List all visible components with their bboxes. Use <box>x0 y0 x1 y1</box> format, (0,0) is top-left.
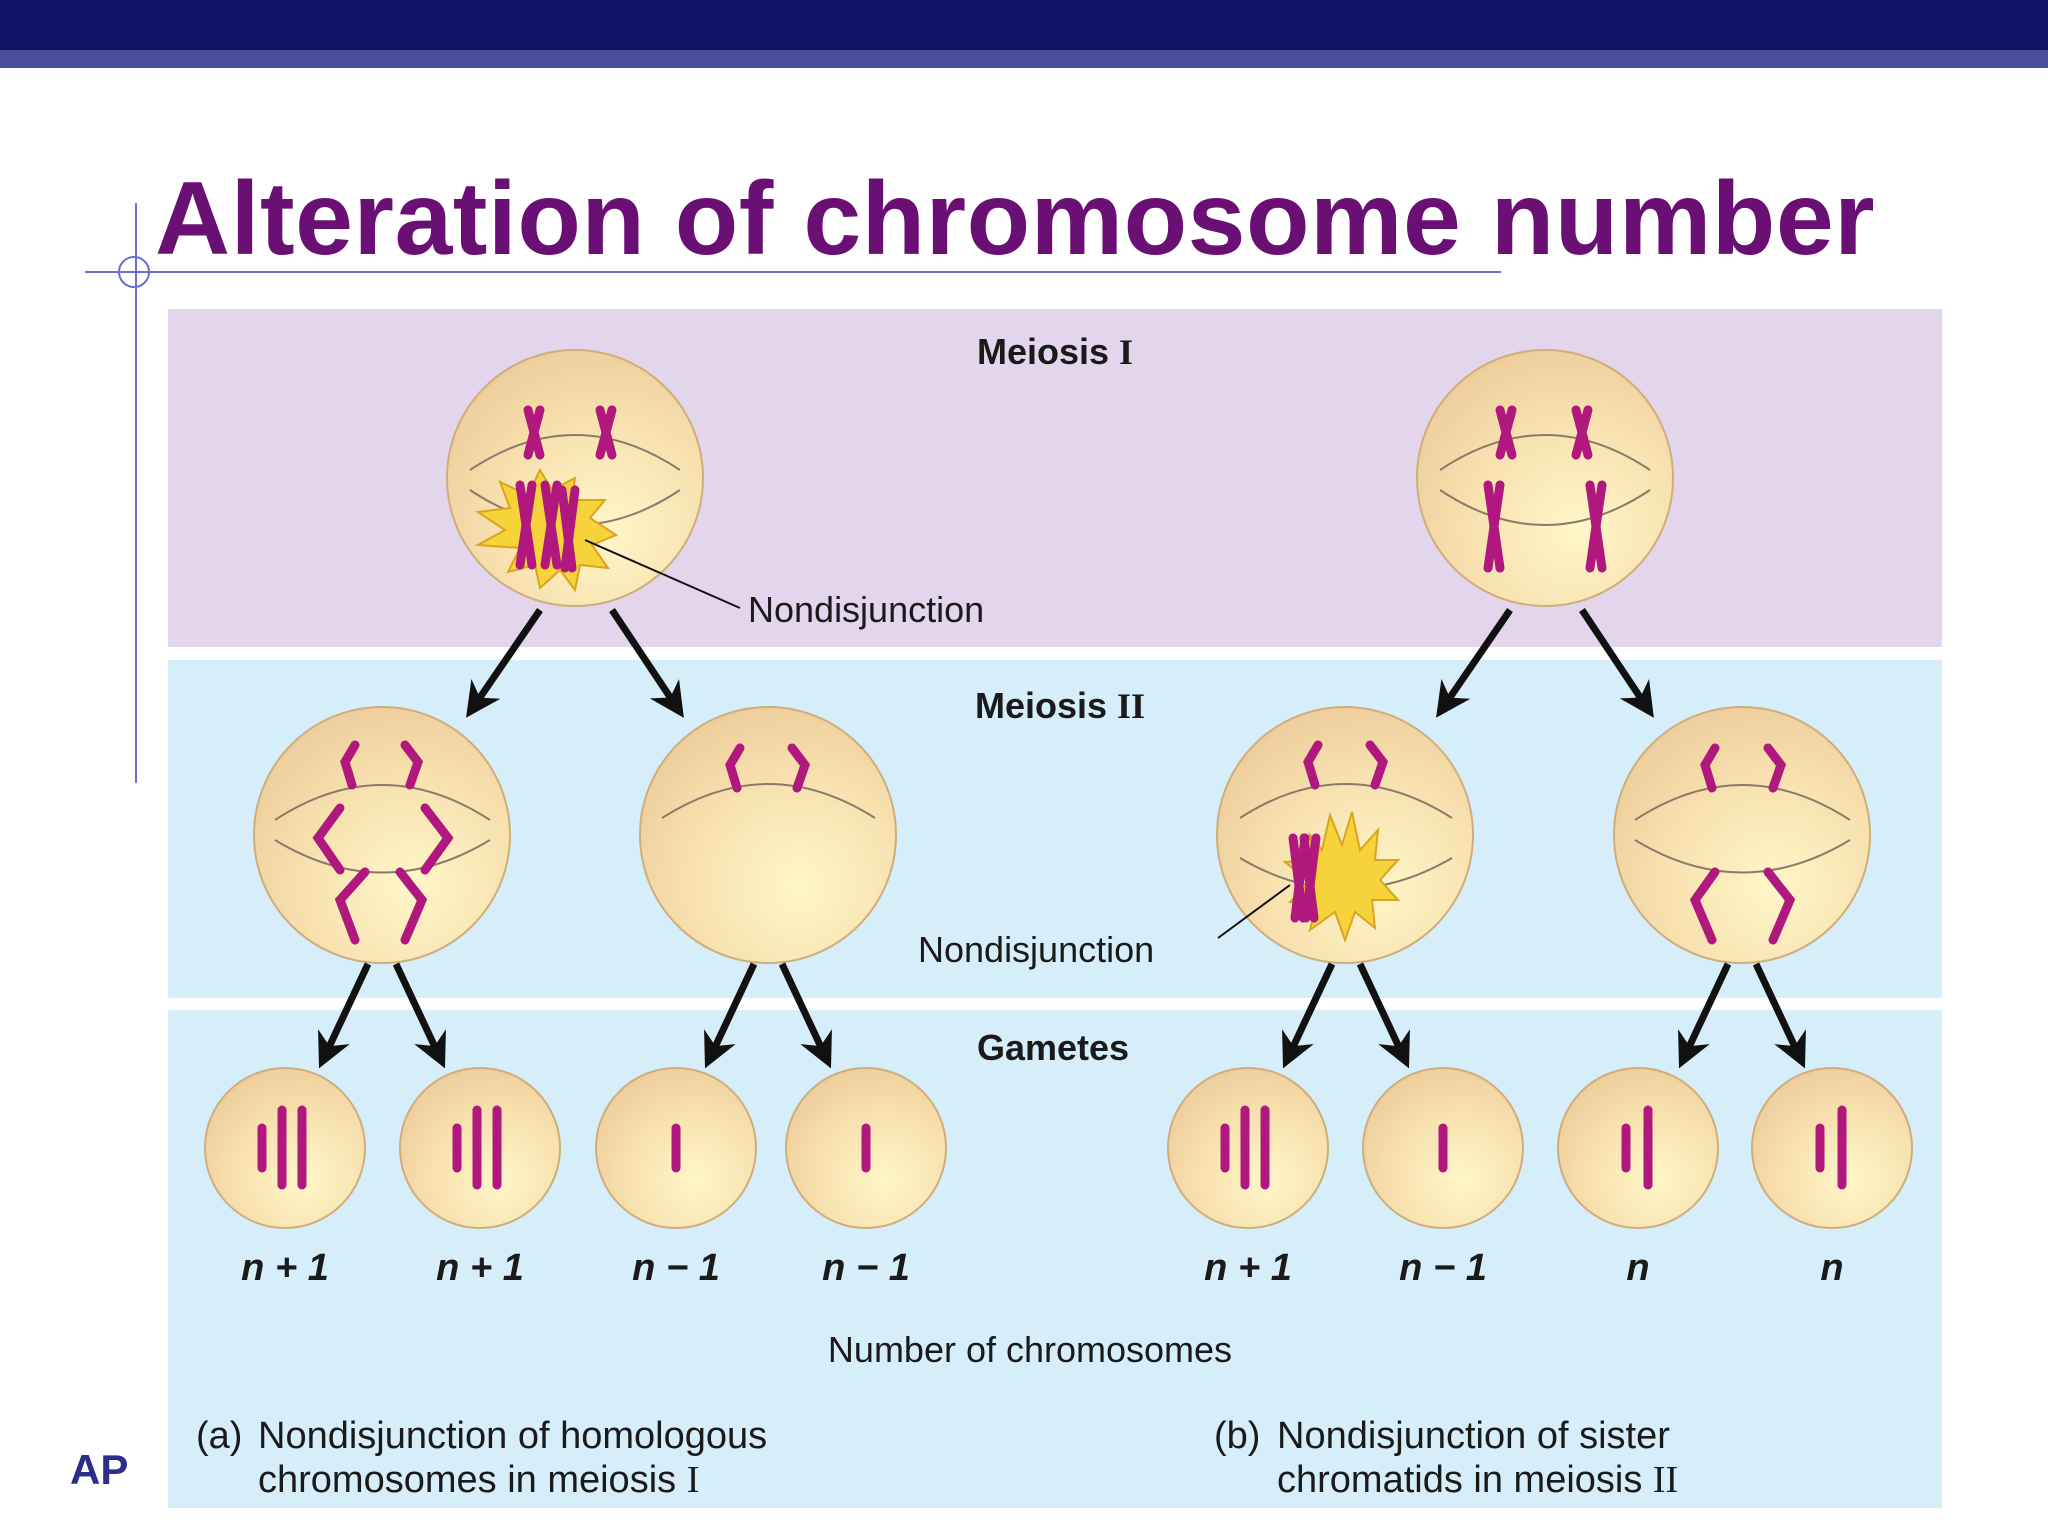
gamete-chromosomes <box>257 1105 1847 1190</box>
meiosis1-cell-a <box>446 349 704 607</box>
meiosis2-cell-1 <box>253 706 511 964</box>
gamete-labels: n + 1 n + 1 n − 1 n − 1 n + 1 n − 1 n n <box>241 1247 1843 1289</box>
meiosis1-label: Meiosis I <box>977 331 1133 372</box>
caption-b-letter: (b) <box>1214 1415 1260 1457</box>
caption-a-line1: Nondisjunction of homologous <box>258 1415 767 1457</box>
caption-a: (a) Nondisjunction of homologous chromos… <box>196 1415 767 1501</box>
top-header-bar <box>0 0 2048 50</box>
meiosis2-label: Meiosis II <box>975 685 1145 726</box>
axis-caption: Number of chromosomes <box>828 1329 1232 1370</box>
title-decoration-horizontal-line <box>85 271 1501 273</box>
caption-b: (b) Nondisjunction of sister chromatids … <box>1214 1415 1678 1501</box>
meiosis2-cell-3 <box>1216 706 1474 964</box>
slide-title: Alteration of chromosome number <box>155 161 1876 277</box>
nondisjunction-callout-line-1 <box>584 539 741 609</box>
gamete-label-1: n + 1 <box>241 1247 329 1289</box>
caption-b-line2: chromatids in meiosis II <box>1277 1459 1678 1501</box>
gametes-label: Gametes <box>977 1027 1129 1068</box>
title-decoration-vertical-line <box>135 203 137 783</box>
gamete-label-3: n − 1 <box>632 1247 720 1289</box>
caption-a-line2: chromosomes in meiosis I <box>258 1459 699 1501</box>
meiosis2-cell-2 <box>639 706 897 964</box>
caption-a-letter: (a) <box>196 1415 242 1457</box>
meiosis1-cell-b <box>1416 349 1674 607</box>
nondisjunction-label-1: Nondisjunction <box>748 589 984 630</box>
top-header-accent-bar <box>0 50 2048 68</box>
gamete-label-6: n − 1 <box>1399 1247 1487 1289</box>
arrows-meiosis2-to-gametes <box>318 962 1806 1069</box>
gamete-label-5: n + 1 <box>1204 1247 1292 1289</box>
gamete-label-4: n − 1 <box>822 1247 910 1289</box>
nondisjunction-callout-line-2 <box>1217 884 1291 939</box>
slide-footer: AP <box>70 1446 129 1493</box>
gamete-7 <box>1557 1067 1719 1229</box>
gamete-label-2: n + 1 <box>436 1247 524 1289</box>
meiosis2-cell-4 <box>1613 706 1871 964</box>
nondisjunction-label-2: Nondisjunction <box>918 929 1154 970</box>
gamete-8 <box>1751 1067 1913 1229</box>
title-decoration-crosshair <box>118 256 150 288</box>
caption-b-line1: Nondisjunction of sister <box>1277 1415 1670 1457</box>
arrows-meiosis1-to-meiosis2 <box>466 608 1654 718</box>
gamete-label-8: n <box>1820 1247 1843 1289</box>
gamete-label-7: n <box>1626 1247 1649 1289</box>
